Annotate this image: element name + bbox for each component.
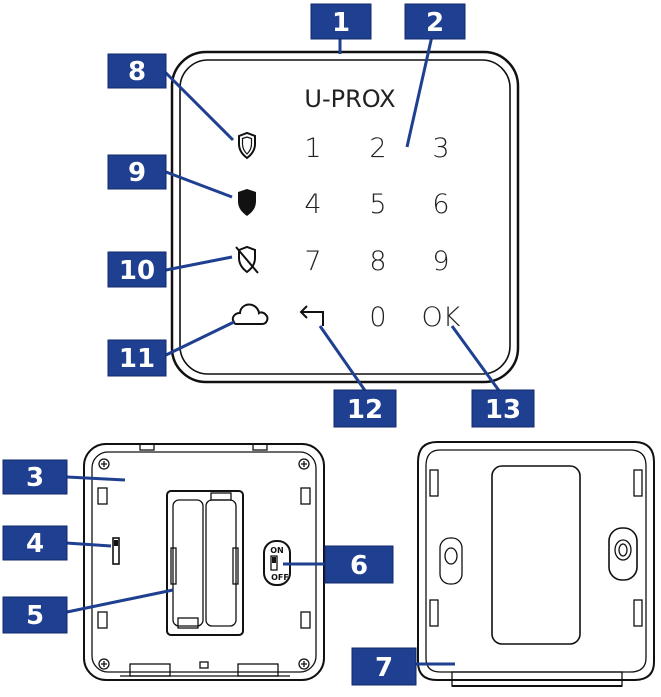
battery-compartment — [166, 490, 244, 636]
keypad-front-view: U-PROX 1 2 3 4 5 6 7 8 — [170, 50, 520, 384]
svg-text:5: 5 — [26, 601, 44, 631]
svg-text:4: 4 — [26, 529, 44, 559]
keyhole-right — [608, 527, 638, 581]
svg-text:13: 13 — [485, 395, 521, 425]
callout-11: 11 — [107, 339, 167, 377]
key-1: 1 — [304, 133, 321, 164]
svg-text:8: 8 — [128, 57, 146, 87]
shield-outline-icon — [238, 131, 256, 160]
mounting-plate-view — [417, 441, 655, 687]
key-3: 3 — [432, 133, 449, 164]
callout-7: 7 — [351, 647, 417, 686]
shield-filled-icon — [238, 189, 256, 216]
screw-icons — [98, 458, 310, 670]
key-0: 0 — [369, 302, 386, 333]
key-5: 5 — [369, 189, 386, 220]
cloud-icon — [231, 303, 269, 325]
svg-text:3: 3 — [26, 463, 44, 493]
callout-2: 2 — [404, 3, 466, 40]
svg-text:11: 11 — [119, 344, 155, 374]
back-housing-view: ON OFF — [83, 443, 325, 681]
svg-text:7: 7 — [375, 653, 393, 683]
callout-12: 12 — [333, 389, 397, 428]
brand-logo: U-PROX — [304, 85, 395, 113]
svg-text:2: 2 — [426, 8, 444, 38]
key-4: 4 — [304, 189, 321, 220]
callout-9: 9 — [107, 154, 167, 190]
svg-text:12: 12 — [347, 395, 383, 425]
callout-10: 10 — [107, 251, 167, 288]
key-8: 8 — [369, 246, 386, 277]
key-2: 2 — [369, 133, 386, 164]
key-9: 9 — [432, 246, 449, 277]
shield-crossed-icon — [235, 245, 259, 274]
switch-off-label: OFF — [271, 573, 289, 582]
return-arrow-icon — [299, 305, 324, 326]
switch-on-label: ON — [270, 546, 284, 555]
callout-8: 8 — [107, 53, 167, 89]
callout-5: 5 — [2, 596, 68, 634]
callout-3: 3 — [2, 459, 68, 495]
callout-13: 13 — [471, 389, 535, 428]
leader-lines — [65, 35, 502, 666]
key-6: 6 — [432, 189, 449, 220]
svg-text:6: 6 — [350, 551, 368, 581]
callout-6: 6 — [324, 545, 394, 584]
keypad-keys: 1 2 3 4 5 6 7 8 9 0 OK — [304, 133, 460, 333]
tamper-slot — [112, 537, 120, 565]
svg-text:1: 1 — [332, 8, 350, 38]
key-7: 7 — [304, 246, 321, 277]
callout-1: 1 — [310, 3, 372, 40]
svg-text:10: 10 — [119, 256, 155, 286]
svg-text:9: 9 — [128, 158, 146, 188]
keyhole-left — [439, 537, 463, 585]
callout-4: 4 — [2, 525, 68, 561]
